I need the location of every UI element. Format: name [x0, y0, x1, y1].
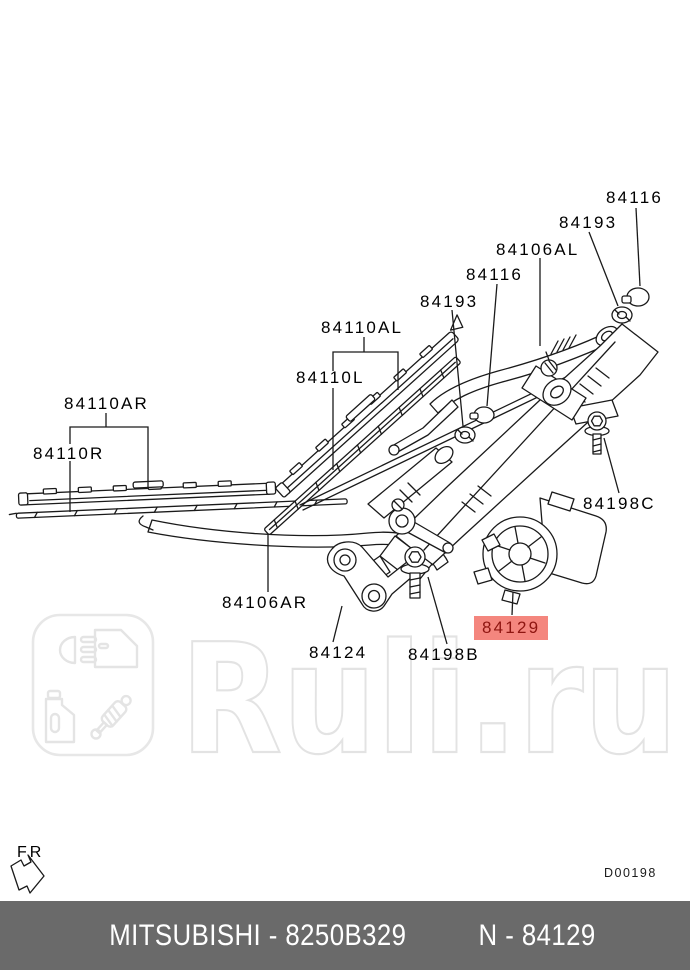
wiper-blade-left-group	[264, 314, 464, 536]
leader-lines	[69, 207, 641, 645]
shock-absorber-icon	[90, 694, 132, 740]
blade-claws	[42, 480, 232, 495]
pivot-nut-right	[611, 306, 633, 324]
part-label-wiper-blade-refill-right: 84110R	[33, 444, 105, 463]
car-door-icon	[93, 628, 139, 669]
pivot-assembly-right	[521, 351, 587, 421]
footer-bar: MITSUBISHI - 8250B329 N - 84129	[0, 901, 690, 970]
part-label-bolt-bracket: 84198B	[408, 645, 480, 664]
part-label-wiper-blade-refill-left: 84110L	[296, 368, 365, 387]
footer-ref-number: N - 84129	[478, 918, 596, 952]
pivot-assembly-left	[388, 498, 454, 554]
motor-tab	[481, 533, 501, 552]
part-label-mounting-bracket: 84124	[309, 643, 368, 662]
motor-tab	[473, 567, 493, 585]
part-label-wiper-blade-assy-left: 84110AL	[321, 318, 404, 337]
watermark: Ruli.ru	[31, 610, 679, 789]
part-label-wiper-arm-left: 84106AL	[496, 240, 580, 259]
pivot-cap-left	[469, 406, 495, 424]
part-label-wiper-arm-right: 84106AR	[222, 593, 309, 612]
part-label-pivot-cap-left: 84116	[466, 265, 524, 284]
part-label-pivot-nut-right: 84193	[559, 213, 618, 232]
bolt-84198c	[584, 411, 610, 455]
part-label-pivot-cap-right: 84116	[606, 188, 664, 207]
link-rod	[367, 447, 453, 519]
diagram-code: D00198	[604, 866, 657, 880]
pivot-cap-right	[621, 287, 650, 307]
part-label-pivot-nut-left: 84193	[420, 292, 479, 311]
oil-can-icon	[44, 689, 76, 744]
wiper-arm-right	[138, 515, 449, 571]
diagram-art: Ruli.ru	[8, 207, 679, 894]
watermark-logo	[31, 613, 155, 757]
wiper-blade-right-group	[8, 480, 348, 519]
fr-label: FR	[17, 844, 45, 861]
part-label-bolt-frame: 84198C	[583, 494, 656, 513]
motor-tab	[501, 589, 521, 605]
wiper-motor	[473, 491, 607, 605]
part-label-wiper-motor: 84129	[474, 616, 549, 640]
footer-brand-part: MITSUBISHI - 8250B329	[109, 918, 407, 952]
bolt-84198b	[400, 546, 430, 599]
watermark-text: Ruli.ru	[180, 611, 678, 788]
fr-arrow-icon	[10, 854, 45, 894]
mounting-bracket	[327, 541, 421, 612]
part-labels: 84116 84193 84106AL 84116 84193 84110AL 84110L…	[33, 188, 664, 664]
pivot-nut-left	[454, 426, 476, 444]
part-label-wiper-blade-assy-right: 84110AR	[64, 394, 150, 413]
